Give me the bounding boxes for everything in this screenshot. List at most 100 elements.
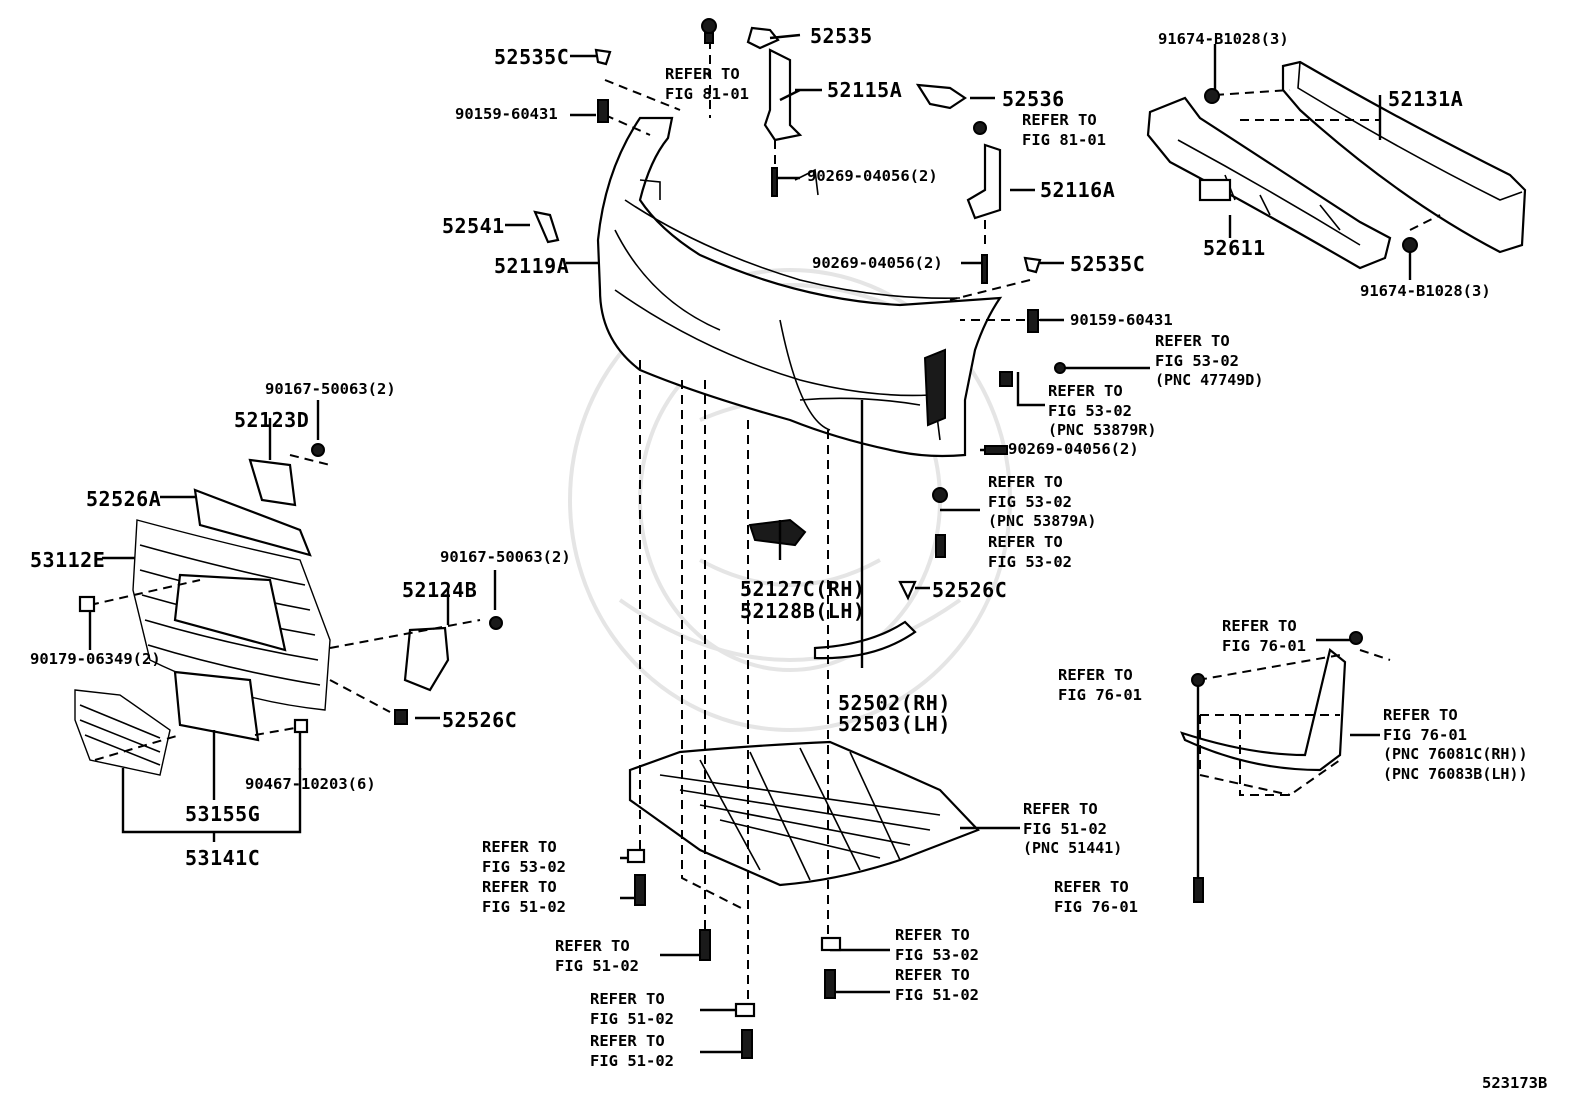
- label-90159-mid: 90159-60431: [1070, 311, 1173, 329]
- bolt-icon: [699, 929, 711, 961]
- refer-label: REFER TO: [1054, 878, 1129, 896]
- label-90269-b: 90269-04056(2): [812, 254, 943, 272]
- refer-fig-51-02-e: REFER TO FIG 51-02: [590, 1032, 674, 1071]
- label-90159-top: 90159-60431: [455, 105, 558, 123]
- label-52541: 52541: [442, 214, 505, 238]
- refer-fig-81-01-a: REFER TO FIG 81-01: [665, 65, 749, 104]
- bolt-icon: [1193, 877, 1204, 903]
- refer-pnc: (PNC 53879R): [1048, 421, 1157, 439]
- grommet-icon: [1054, 362, 1066, 374]
- refer-label: REFER TO: [590, 1032, 665, 1050]
- refer-fig: FIG 51-02: [482, 897, 566, 916]
- label-52526c-mid: 52526C: [932, 578, 1008, 602]
- refer-label: REFER TO: [1383, 706, 1458, 724]
- label-91674-top: 91674-B1028(3): [1158, 30, 1289, 48]
- refer-label: REFER TO: [988, 533, 1063, 551]
- label-90269-c: 90269-04056(2): [1008, 440, 1139, 458]
- bolt-icon: [824, 969, 836, 999]
- refer-label: REFER TO: [1058, 666, 1133, 684]
- refer-label: REFER TO: [988, 473, 1063, 491]
- refer-fig-53-02-c: REFER TO FIG 53-02: [988, 533, 1072, 572]
- engine-under-cover: [628, 740, 980, 887]
- clip-icon: [1023, 256, 1042, 274]
- refer-fig: FIG 53-02: [1048, 401, 1132, 420]
- leader-lines: [88, 33, 1412, 1054]
- label-53112e: 53112E: [30, 548, 106, 572]
- label-52123d: 52123D: [234, 408, 310, 432]
- label-52535: 52535: [810, 24, 873, 48]
- retainer-icon: [1191, 673, 1205, 687]
- radiator-grille: [74, 458, 450, 776]
- refer-label: REFER TO: [482, 838, 557, 856]
- refer-label: REFER TO: [665, 65, 740, 83]
- refer-fig: FIG 81-01: [1022, 130, 1106, 149]
- clip-icon: [898, 580, 917, 601]
- refer-label: REFER TO: [895, 926, 970, 944]
- bolt-icon: [597, 99, 609, 123]
- refer-fig: FIG 53-02: [988, 492, 1072, 511]
- bolt-icon: [741, 1029, 753, 1059]
- label-52535c-top: 52535C: [494, 45, 570, 69]
- bumper-cover: [596, 116, 1003, 458]
- refer-pnc-lh: (PNC 76083B(LH)): [1383, 764, 1528, 783]
- refer-fig: FIG 76-01: [1222, 636, 1306, 655]
- label-90167-a: 90167-50063(2): [265, 380, 396, 398]
- label-52124b: 52124B: [402, 578, 478, 602]
- retainer-icon: [932, 487, 948, 503]
- retainer-icon: [293, 718, 309, 734]
- refer-fig-53-02-d: REFER TO FIG 53-02: [482, 838, 566, 877]
- label-52503: 52503(LH): [838, 712, 951, 736]
- clip-icon: [78, 595, 96, 613]
- grommet-icon: [311, 443, 325, 457]
- clip-icon: [626, 848, 646, 864]
- refer-fig-51-02-pnc-51441: REFER TO FIG 51-02 (PNC 51441): [1023, 800, 1122, 859]
- label-53155g: 53155G: [185, 802, 261, 826]
- fog-garnish-and-moulding: [748, 518, 917, 660]
- bolt-icon: [973, 121, 987, 135]
- refer-fig: FIG 76-01: [1058, 685, 1142, 704]
- label-90269-a: 90269-04056(2): [807, 167, 938, 185]
- label-53141c: 53141C: [185, 846, 261, 870]
- refer-fig-51-02-c: REFER TO FIG 51-02: [895, 966, 979, 1005]
- bolt-icon: [771, 167, 778, 197]
- refer-fig: FIG 81-01: [665, 84, 749, 103]
- bolt-icon: [1402, 237, 1418, 253]
- refer-fig: FIG 53-02: [482, 857, 566, 876]
- label-52128b: 52128B(LH): [740, 599, 866, 623]
- bolt-icon: [981, 254, 988, 284]
- refer-fig-51-02-a: REFER TO FIG 51-02: [482, 878, 566, 917]
- label-91674-bot: 91674-B1028(3): [1360, 282, 1491, 300]
- refer-label: REFER TO: [482, 878, 557, 896]
- refer-fig-76-01-pnc: REFER TO FIG 76-01 (PNC 76081C(RH)) (PNC…: [1383, 706, 1528, 784]
- retainer-icon: [394, 709, 408, 725]
- refer-fig: FIG 51-02: [590, 1009, 674, 1028]
- refer-fig: FIG 51-02: [1023, 819, 1107, 838]
- retainer-icon: [999, 371, 1013, 387]
- clip-icon: [820, 936, 842, 952]
- bolt-icon: [634, 874, 646, 906]
- refer-label: REFER TO: [590, 990, 665, 1008]
- label-52611: 52611: [1203, 236, 1266, 260]
- label-90179: 90179-06349(2): [30, 650, 161, 668]
- label-52131a: 52131A: [1388, 87, 1464, 111]
- refer-pnc: (PNC 53879A): [988, 512, 1097, 530]
- refer-fig-53-02-e: REFER TO FIG 53-02: [895, 926, 979, 965]
- grommet-icon: [489, 616, 503, 630]
- label-52502: 52502(RH): [838, 691, 951, 715]
- label-52526c-left: 52526C: [442, 708, 518, 732]
- refer-fig: FIG 76-01: [1054, 897, 1138, 916]
- refer-label: REFER TO: [1048, 382, 1123, 400]
- refer-fig-76-01-b: REFER TO FIG 76-01: [1058, 666, 1142, 705]
- refer-label: REFER TO: [895, 966, 970, 984]
- refer-label: REFER TO: [555, 937, 630, 955]
- refer-fig-51-02-d: REFER TO FIG 51-02: [590, 990, 674, 1029]
- refer-pnc: (PNC 47749D): [1155, 371, 1264, 389]
- bolt-icon: [1349, 631, 1363, 645]
- bumper-reinforcement: [1146, 60, 1527, 270]
- refer-pnc: (PNC 51441): [1023, 839, 1123, 857]
- refer-fig: FIG 51-02: [895, 985, 979, 1004]
- label-52116a: 52116A: [1040, 178, 1116, 202]
- refer-label: REFER TO: [1022, 111, 1097, 129]
